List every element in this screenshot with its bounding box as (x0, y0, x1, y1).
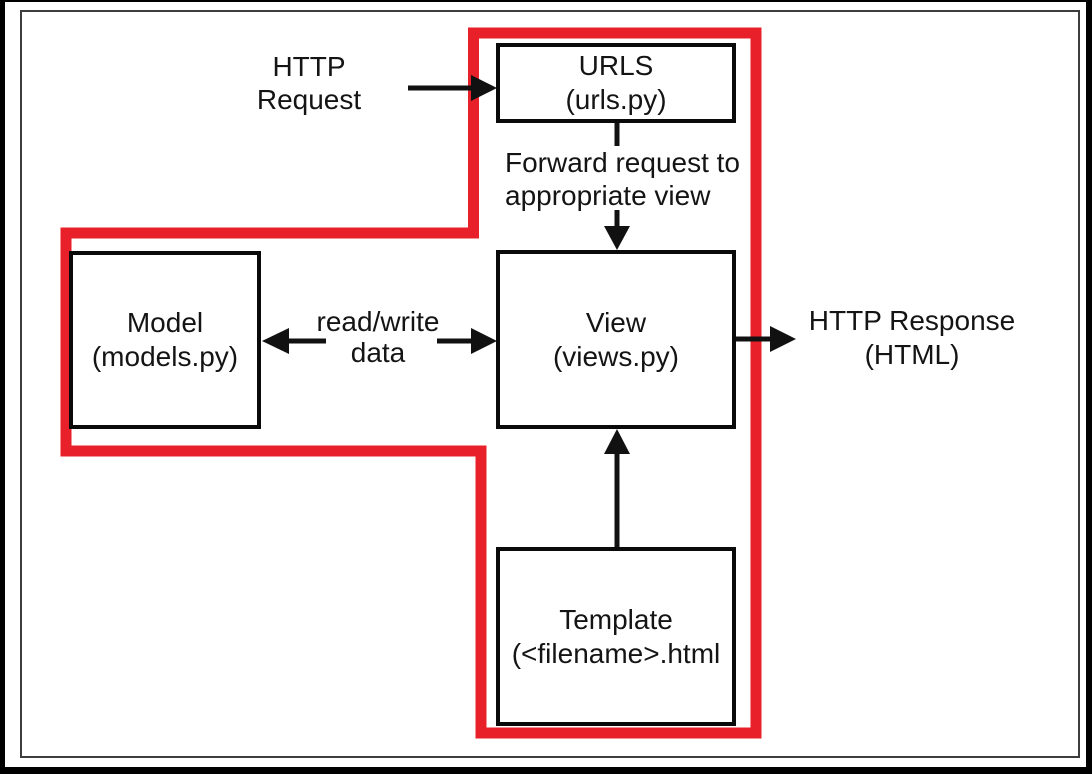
http-request-label: HTTP Request (233, 50, 385, 116)
node-view-subtitle: (views.py) (552, 340, 679, 372)
view-arrowhead-icon (471, 328, 497, 354)
read-write-label: read/write data (302, 306, 454, 368)
read-write-label-line2: data (350, 337, 406, 368)
node-view-title: View (585, 306, 647, 338)
node-model-title: Model (126, 307, 204, 338)
node-urls-subtitle: (urls.py) (565, 84, 667, 115)
http-response-label: HTTP Response (HTML) (792, 304, 1032, 372)
http-request-label-line2: Request (256, 84, 362, 115)
node-urls: URLS (urls.py) (496, 43, 736, 123)
node-view: View (views.py) (496, 250, 736, 429)
node-template-subtitle: (<filename>.html (511, 637, 721, 669)
urls-view-arrowhead-icon (604, 226, 630, 250)
node-template-title: Template (559, 603, 673, 635)
forward-request-label: Forward request to appropriate view (505, 146, 740, 212)
http-response-label-line1: HTTP Response (808, 305, 1016, 336)
model-arrowhead-icon (262, 328, 289, 354)
template-view-arrowhead-icon (604, 429, 630, 454)
http-response-label-line2: (HTML) (864, 339, 960, 370)
forward-request-label-line1: Forward request to (505, 147, 740, 178)
node-model: Model (models.py) (69, 251, 261, 429)
red-highlight-outline (60, 27, 762, 739)
http-request-label-line1: HTTP (272, 51, 346, 82)
forward-request-label-line2: appropriate view (505, 180, 711, 211)
node-template: Template (<filename>.html (496, 547, 736, 726)
node-model-subtitle: (models.py) (91, 341, 239, 372)
read-write-label-line1: read/write (316, 306, 440, 337)
node-urls-title: URLS (578, 50, 654, 81)
